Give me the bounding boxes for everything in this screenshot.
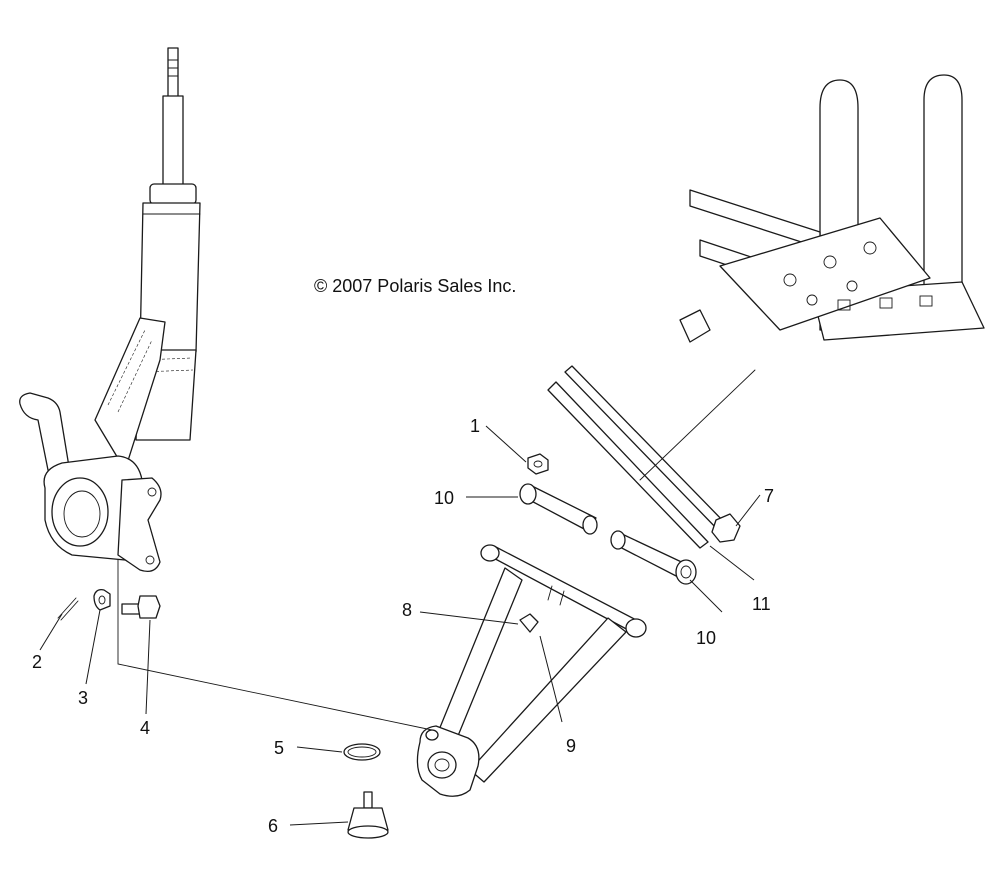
retaining-ring-icon <box>343 743 381 761</box>
castle-nut-icon <box>93 588 111 611</box>
steering-knuckle-icon <box>19 317 166 573</box>
flange-nut-icon <box>527 453 549 475</box>
callout-5: 5 <box>274 738 284 758</box>
callout-3: 3 <box>78 688 88 708</box>
frame-icon <box>679 74 985 343</box>
callout-7: 7 <box>764 486 774 506</box>
callout-2: 2 <box>32 652 42 672</box>
ball-joint-icon <box>347 791 389 839</box>
pivot-shaft-icon <box>547 381 709 549</box>
bushing-upper-icon <box>519 483 598 535</box>
callout-11: 11 <box>752 594 771 614</box>
callout-10b: 10 <box>696 628 716 648</box>
callout-1: 1 <box>470 416 480 436</box>
cotter-pin-icon <box>57 597 79 621</box>
copyright-notice: © 2007 Polaris Sales Inc. <box>314 276 516 296</box>
pivot-bolt-icon <box>564 365 741 543</box>
bushing-lower-icon <box>610 530 697 585</box>
callout-10a: 10 <box>434 488 454 508</box>
grease-fitting-icon <box>519 613 539 633</box>
a-arm-icon <box>416 544 647 797</box>
bolt-icon <box>121 595 161 619</box>
callout-4: 4 <box>140 718 150 738</box>
callout-6: 6 <box>268 816 278 836</box>
callout-9: 9 <box>566 736 576 756</box>
callout-8: 8 <box>402 600 412 620</box>
